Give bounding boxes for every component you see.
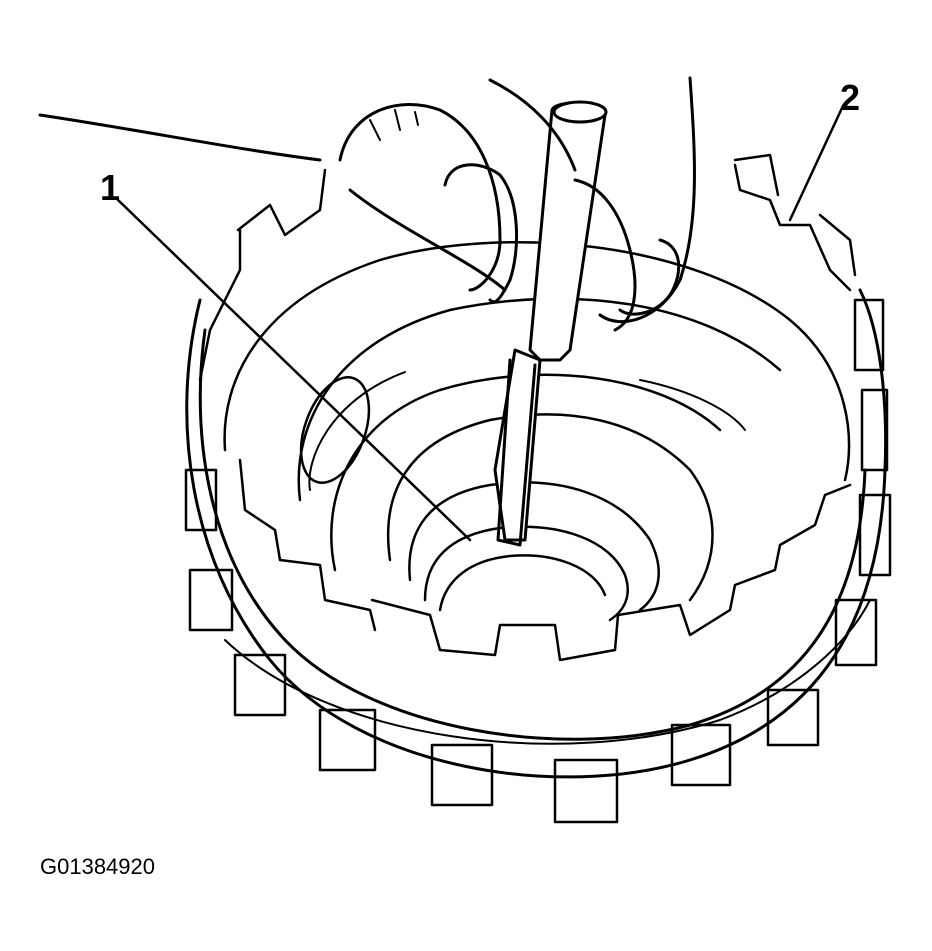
callout-2-leader [788,106,844,222]
screwdriver-illustration [493,100,608,547]
figure-id: G01384920 [40,854,155,879]
callout-1-leader [116,198,472,542]
upper-rim-teeth [198,153,857,662]
callout-label-1: 1 [100,167,121,208]
hand-illustration [38,76,696,332]
outer-teeth [184,298,892,824]
callout-label-2: 2 [840,77,861,118]
drum-outer [185,288,888,779]
